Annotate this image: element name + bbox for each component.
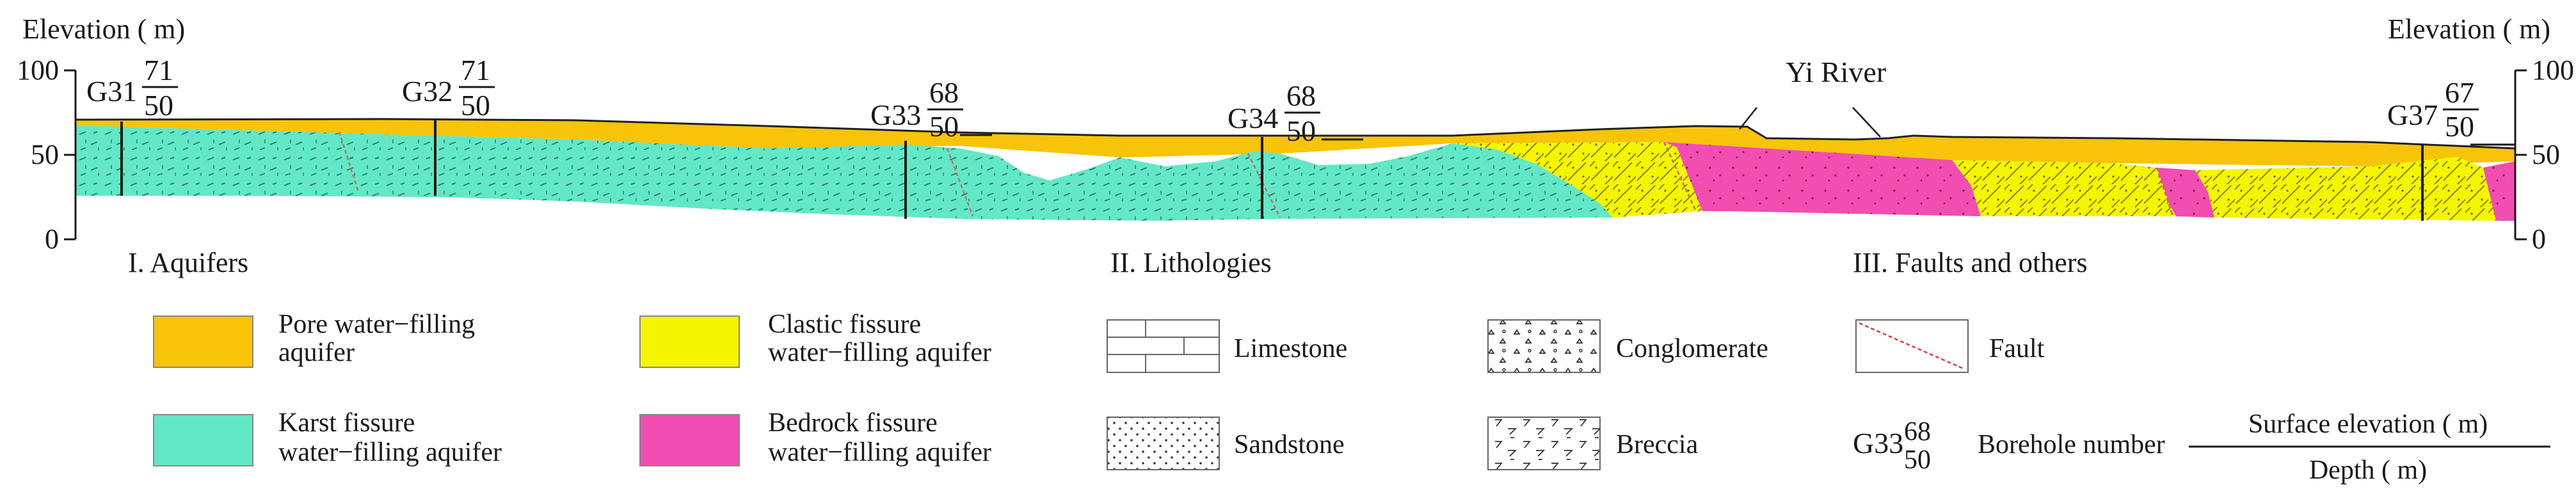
legend-pore-label-2: aquifer [278, 338, 355, 367]
svg-text:71: 71 [144, 54, 173, 86]
river-pointer-lines [1739, 107, 1881, 138]
svg-text:G33: G33 [1853, 427, 1903, 459]
left-tick-100: 100 [17, 54, 59, 86]
legend-limestone-label: Limestone [1234, 334, 1347, 363]
right-tick-50: 50 [2532, 139, 2560, 170]
legend-clastic-label-2: water−filling aquifer [768, 338, 991, 367]
legend-karst-label-2: water−filling aquifer [278, 438, 502, 467]
legend-swatch-clastic [639, 315, 740, 368]
svg-text:50: 50 [1286, 115, 1316, 147]
legend-swatch-pore [153, 315, 253, 368]
legend-karst-label-1: Karst fissure [278, 408, 415, 438]
river-label: Yi River [1786, 56, 1886, 88]
left-tick-0: 0 [45, 223, 59, 255]
cross-section [75, 107, 2516, 221]
legend-bedrock-label-2: water−filling aquifer [768, 438, 991, 467]
left-tick-50: 50 [31, 139, 59, 170]
karst-aquifer-layer [76, 125, 1613, 221]
left-axis [64, 69, 77, 241]
legend: I. Aquifers II. Lithologies III. Faults … [128, 247, 2550, 485]
legend-swatch-conglomerate [1487, 319, 1601, 373]
clastic-aquifer-layer-center [1453, 142, 1702, 218]
borehole-label-rules [960, 134, 2515, 146]
legend-swatch-karst [153, 414, 253, 466]
right-tick-100: 100 [2532, 54, 2574, 86]
svg-text:50: 50 [2445, 110, 2474, 143]
svg-text:68: 68 [1286, 79, 1316, 112]
legend-fault-label: Fault [1989, 334, 2045, 363]
legend-depth-label: Depth ( m) [2309, 456, 2427, 485]
legend-swatch-sandstone [1107, 417, 1220, 470]
svg-text:50: 50 [929, 110, 959, 143]
clastic-aquifer-layer-far-right [2195, 157, 2496, 221]
svg-text:G33: G33 [870, 99, 921, 131]
legend-conglomerate-label: Conglomerate [1616, 334, 1768, 363]
bedrock-aquifer-layer-center [1664, 142, 1981, 216]
legend-breccia-label: Breccia [1616, 430, 1699, 459]
legend-aquifers-title: I. Aquifers [128, 247, 248, 278]
legend-bedrock-label-1: Bedrock fissure [768, 408, 938, 438]
faults [338, 131, 2174, 218]
legend-swatch-bedrock [639, 414, 740, 466]
svg-text:G31: G31 [86, 75, 137, 107]
clastic-aquifer-layer-right [1952, 160, 2176, 216]
legend-swatch-limestone [1107, 319, 1220, 373]
svg-text:G37: G37 [2387, 99, 2438, 131]
legend-clastic-label-1: Clastic fissure [768, 310, 921, 339]
right-axis-title: Elevation ( m) [2388, 13, 2550, 45]
legend-faults-title: III. Faults and others [1853, 247, 2088, 278]
bedrock-aquifer-layer-edge [2483, 161, 2515, 221]
svg-text:67: 67 [2445, 76, 2474, 109]
legend-swatch-breccia [1487, 417, 1601, 470]
bedrock-aquifer-layer-small [2157, 168, 2214, 218]
svg-text:50: 50 [1904, 445, 1931, 475]
svg-text:71: 71 [461, 54, 490, 86]
ground-surface-line [75, 118, 2516, 150]
borehole-label-g33: G33 68 50 [870, 76, 963, 143]
legend-surface-elevation-label: Surface elevation ( m) [2248, 410, 2488, 439]
left-axis-title: Elevation ( m) [22, 13, 185, 45]
borehole-label-g32: G32 71 50 [402, 54, 495, 122]
svg-text:68: 68 [929, 76, 959, 109]
pore-aquifer-layer [76, 119, 2515, 166]
svg-text:50: 50 [461, 89, 490, 122]
svg-text:G32: G32 [402, 75, 452, 107]
borehole-label-g31: G31 71 50 [86, 54, 178, 122]
legend-lithologies-title: II. Lithologies [1110, 247, 1272, 278]
legend-pore-label-1: Pore water−filling [278, 310, 475, 339]
borehole-label-g34: G34 68 50 [1228, 79, 1320, 147]
legend-swatch-fault [1855, 319, 1969, 373]
legend-borehole-number-label: Borehole number [1978, 430, 2165, 459]
borehole-lines [120, 120, 2424, 221]
right-axis [2514, 69, 2527, 241]
legend-borehole-symbol: G33 68 50 [1853, 417, 1931, 475]
svg-text:G34: G34 [1228, 102, 1278, 134]
legend-sandstone-label: Sandstone [1234, 430, 1345, 459]
svg-text:50: 50 [144, 89, 173, 122]
borehole-label-g37: G37 67 50 [2387, 76, 2479, 143]
right-tick-0: 0 [2532, 223, 2546, 255]
svg-text:68: 68 [1904, 417, 1931, 447]
